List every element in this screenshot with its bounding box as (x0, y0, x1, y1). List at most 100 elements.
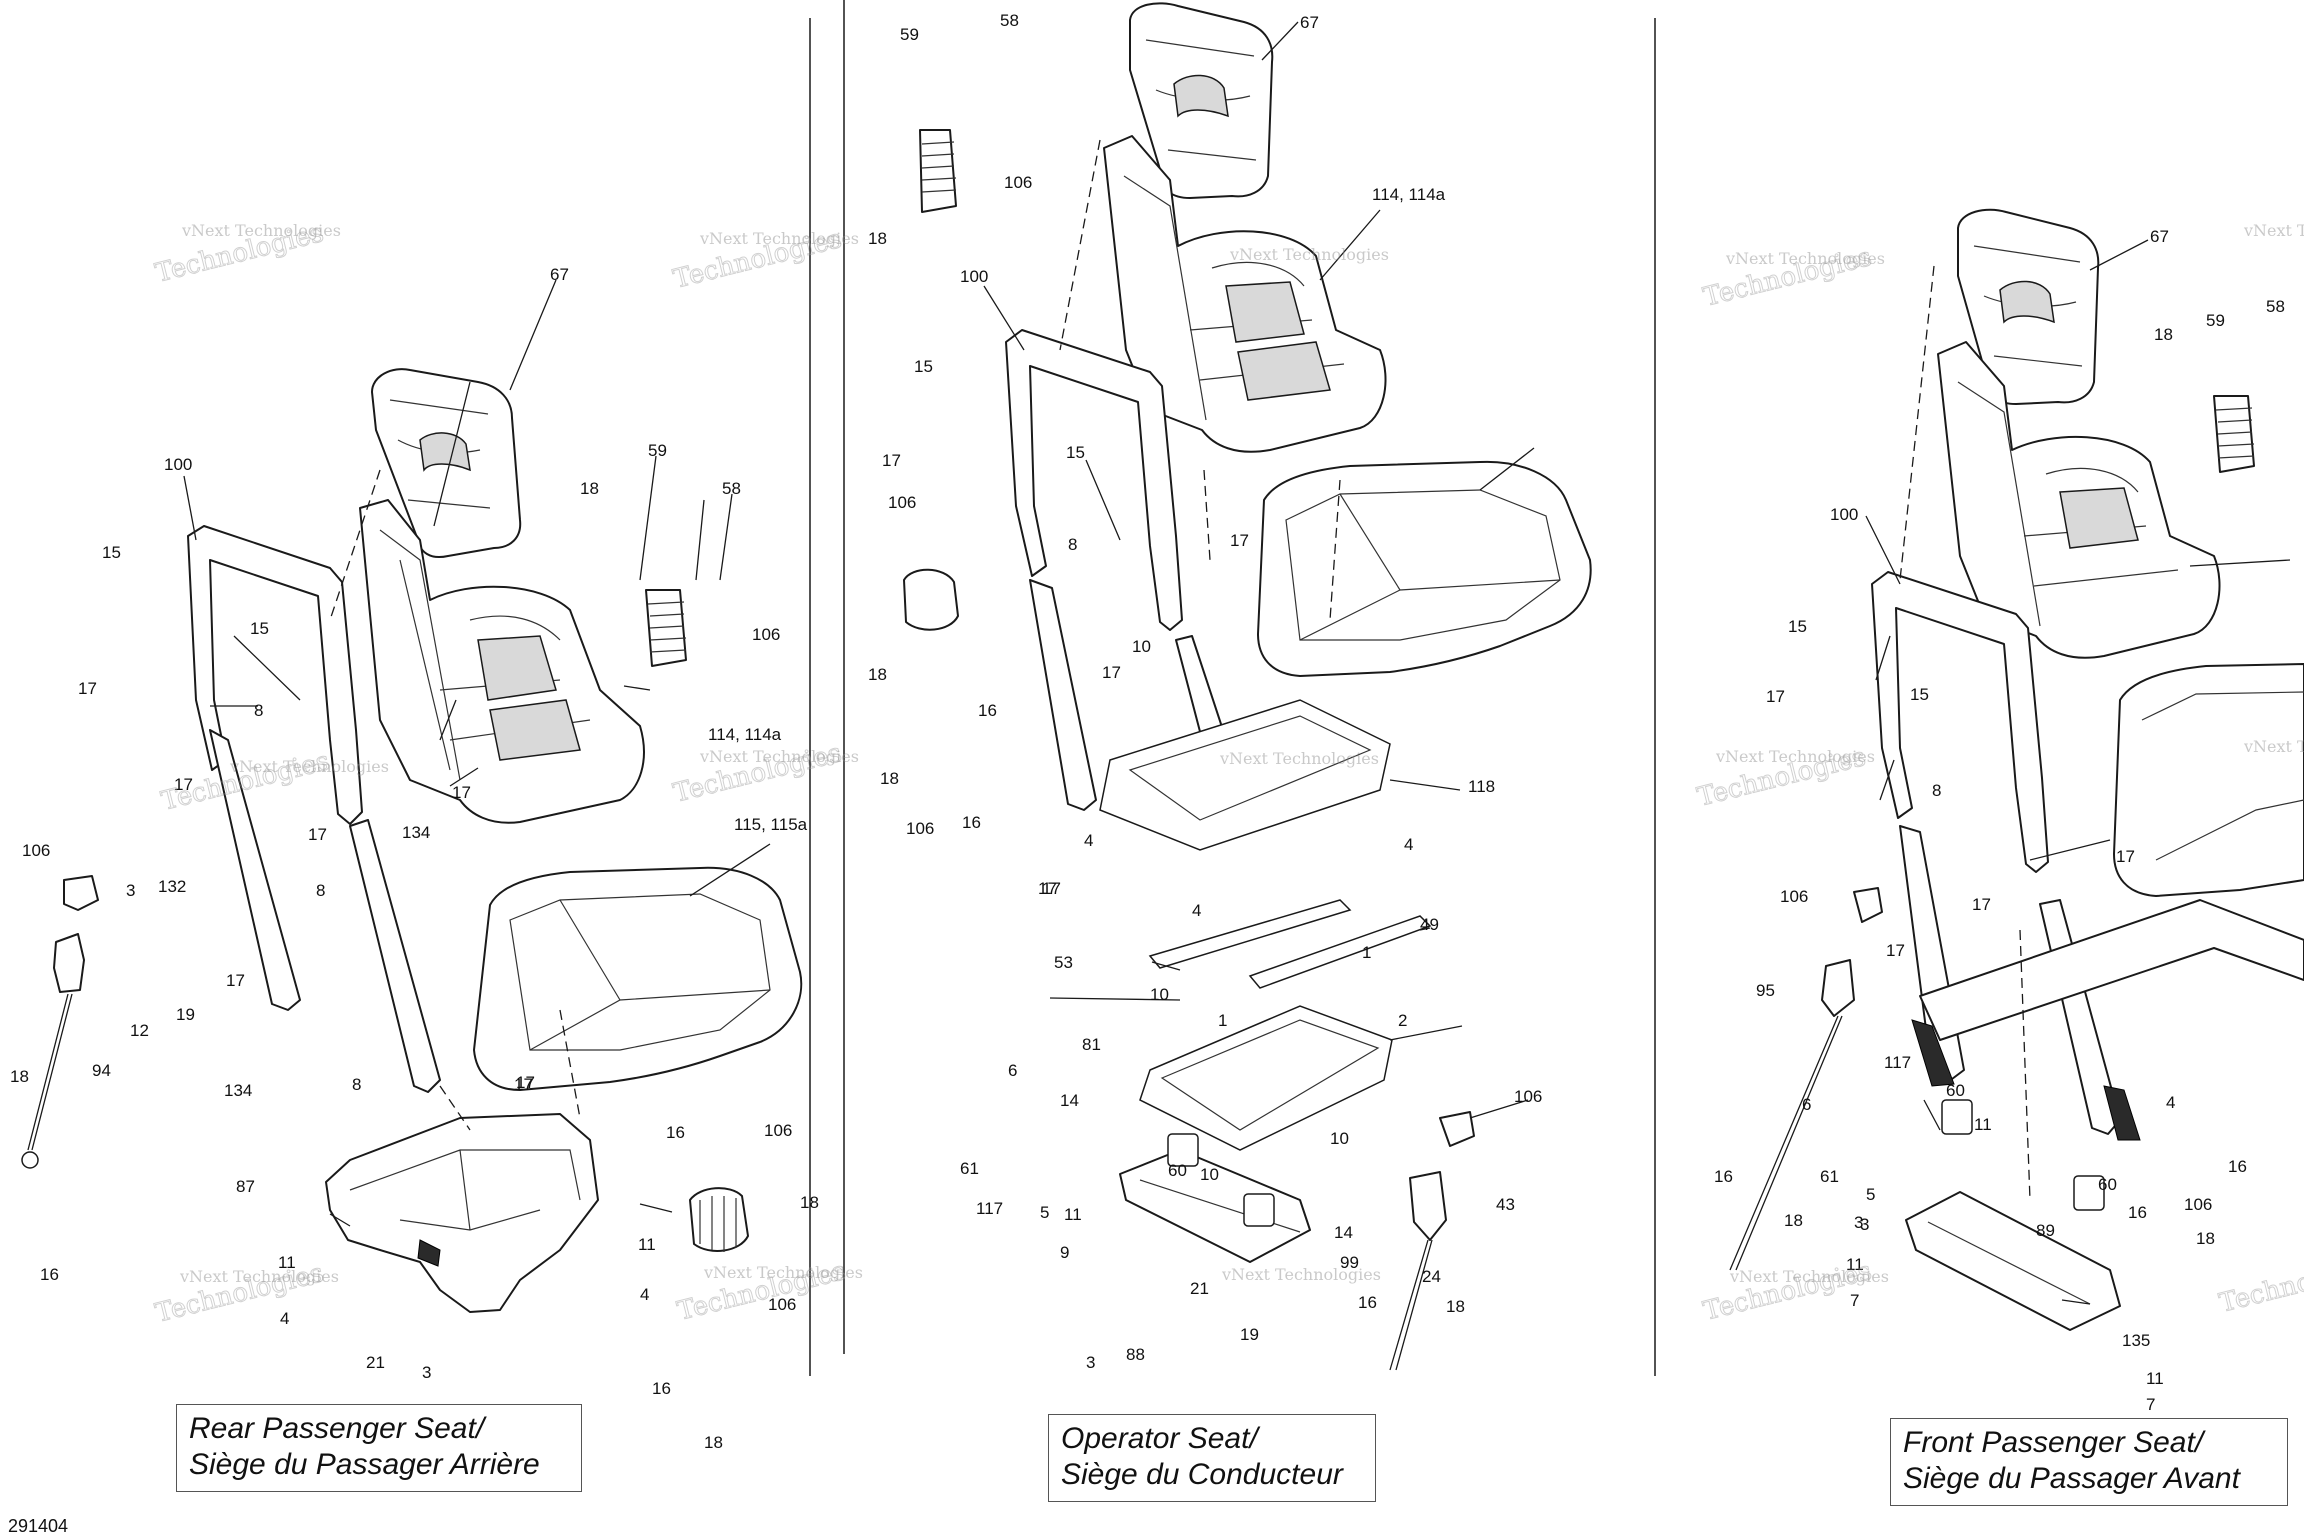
callout: 19 (176, 1005, 195, 1024)
operator-callouts: 59 58 106 18 67 114, 114a 100 15 15 17 1… (868, 11, 1542, 1372)
callout: 11 (1846, 1255, 1864, 1274)
callout: 87 (236, 1177, 255, 1196)
watermark-text: vNext Technologies (1725, 249, 1885, 268)
callout: 99 (1340, 1253, 1359, 1272)
callout: 4 (2166, 1093, 2175, 1112)
operator-seat-cushion (1257, 460, 1592, 677)
callout: 94 (92, 1061, 111, 1080)
callout: 15 (1066, 443, 1085, 462)
callout: 3 (422, 1363, 431, 1382)
callout: 17 (516, 1073, 535, 1092)
watermark-text: vNext Technologies (181, 221, 341, 240)
callout: 18 (1446, 1297, 1465, 1316)
callout: 5 (1040, 1203, 1049, 1222)
callout: 106 (1514, 1087, 1542, 1106)
callout: 106 (764, 1121, 792, 1140)
callout: 18 (10, 1067, 29, 1086)
callout: 15 (914, 357, 933, 376)
callout: 67 (550, 265, 569, 284)
watermark-text: vNext Technologies (2243, 737, 2304, 756)
operator-seat-assembly (903, 2, 1592, 1371)
reference-number: 291404 (8, 1516, 68, 1536)
callout: 17 (308, 825, 327, 844)
callout: 53 (1054, 953, 1073, 972)
callout: 17 (1042, 879, 1061, 898)
watermark-text: vNext Technologies (1221, 1265, 1381, 1284)
callout: 17 (1230, 531, 1249, 550)
watermark-text: vNext Technologies (179, 1267, 339, 1286)
callout: 10 (1200, 1165, 1219, 1184)
front-seat-back (1937, 341, 2221, 659)
watermark-text: vNext Technologies (703, 1263, 863, 1282)
callout: 18 (2196, 1229, 2215, 1248)
callout: 58 (722, 479, 741, 498)
callout: 12 (130, 1021, 149, 1040)
callout: 58 (1000, 11, 1019, 30)
callout: 117 (976, 1199, 1003, 1218)
callout: 118 (1468, 777, 1495, 796)
callout: 2 (1398, 1011, 1407, 1030)
callout: 17 (78, 679, 97, 698)
watermark-text: Technologies (2216, 1248, 2304, 1319)
callout: 115, 115a (734, 815, 808, 834)
front-bracket (2213, 395, 2255, 473)
callout: 89 (2036, 1221, 2055, 1240)
callout: 3 (126, 881, 135, 900)
callout: 11 (2146, 1369, 2164, 1388)
callout: 16 (652, 1379, 671, 1398)
operator-frame (1005, 329, 1391, 851)
callout: 15 (1910, 685, 1929, 704)
watermark-text: vNext Technologies (1229, 245, 1389, 264)
callout: 17 (226, 971, 245, 990)
rear-title-line1: Rear Passenger Seat/ (189, 1412, 485, 1445)
rear-title-line2: Siège du Passager Arrière (189, 1448, 540, 1481)
rear-seatbelt (21, 875, 99, 1169)
callout: 134 (224, 1081, 252, 1100)
watermark-text: vNext Technologies (1219, 749, 1379, 768)
callout: 100 (164, 455, 192, 474)
callout: 11 (278, 1253, 296, 1272)
callout: 95 (1756, 981, 1775, 1000)
callout: 132 (158, 877, 186, 896)
front-seat-assembly (1729, 208, 2304, 1331)
callout: 4 (1404, 835, 1413, 854)
callout: 17 (1886, 941, 1905, 960)
callout: 10 (1150, 985, 1169, 1004)
callout: 11 (1064, 1205, 1082, 1224)
callout: 11 (638, 1235, 656, 1254)
callout: 106 (22, 841, 50, 860)
callout: 17 (882, 451, 901, 470)
front-section-title: Front Passenger Seat/ Siège du Passager … (1890, 1418, 2288, 1506)
callout: 15 (1788, 617, 1807, 636)
callout: 3 (1086, 1353, 1095, 1372)
callout: 16 (1358, 1293, 1377, 1312)
callout: 114, 114a (708, 725, 782, 744)
callout: 5 (1866, 1185, 1875, 1204)
callout: 17 (514, 1075, 533, 1094)
rear-headrest (371, 368, 522, 558)
callout: 58 (2266, 297, 2285, 316)
callout: 6 (1802, 1095, 1811, 1114)
callout: 15 (102, 543, 121, 562)
watermark-text: vNext Technologies (699, 229, 859, 248)
callout: 60 (1946, 1081, 1965, 1100)
callout: 16 (978, 701, 997, 720)
callout: 19 (1240, 1325, 1259, 1344)
rear-callouts: 67 100 15 15 17 17 17 8 17 17 17 106 3 1… (10, 265, 819, 1452)
callout: 106 (888, 493, 916, 512)
operator-seat-back (1103, 135, 1387, 453)
callout: 17 (174, 775, 193, 794)
callout: 4 (280, 1309, 289, 1328)
operator-mount (1119, 1133, 1311, 1263)
callout: 114, 114a (1372, 185, 1446, 204)
callout: 67 (2150, 227, 2169, 246)
callout: 16 (2128, 1203, 2147, 1222)
callout: 134 (402, 823, 430, 842)
callout: 18 (2154, 325, 2173, 344)
callout: 18 (800, 1193, 819, 1212)
callout: 106 (1780, 887, 1808, 906)
callout: 4 (1084, 831, 1093, 850)
rear-seat-assembly (21, 279, 803, 1313)
front-title-line2: Siège du Passager Avant (1903, 1462, 2240, 1495)
